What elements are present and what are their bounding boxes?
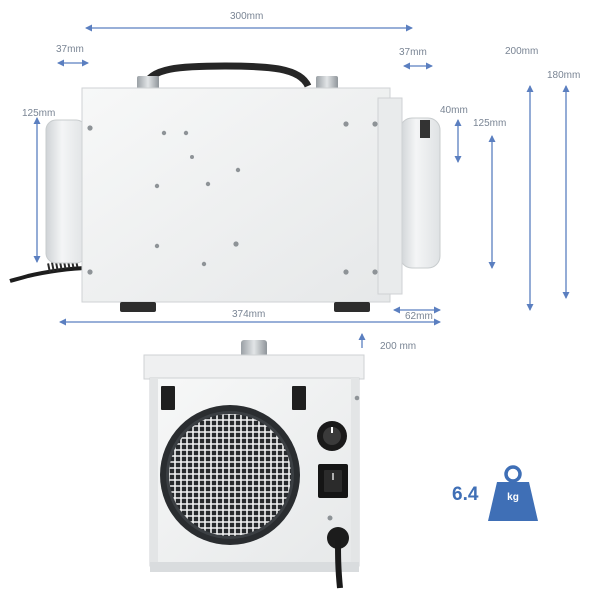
foot-left	[120, 302, 156, 312]
label-knob-offset: 40mm	[440, 105, 468, 116]
fan-grille	[169, 414, 291, 536]
rear-screw	[354, 395, 360, 401]
label-foot-offset: 62mm	[405, 311, 433, 322]
weight-value: 6.4	[452, 484, 479, 505]
rear-top-lid	[143, 354, 365, 380]
switch-rocker	[324, 470, 342, 492]
right-duct-label	[420, 120, 430, 138]
weight-unit: kg	[507, 492, 519, 503]
label-body-height: 180mm	[547, 70, 581, 81]
label-left-extension: 37mm	[56, 44, 84, 55]
top-cap	[241, 340, 267, 357]
side-body	[81, 87, 391, 303]
label-rear-width: 200 mm	[380, 341, 417, 352]
right-duct	[399, 117, 441, 269]
dimension-lines	[33, 24, 570, 348]
side-screws	[87, 121, 378, 275]
side-view-unit	[9, 62, 441, 312]
power-cord	[9, 266, 91, 283]
side-end-plate	[377, 97, 403, 295]
label-right-extension: 37mm	[399, 47, 427, 58]
rear-view-unit	[143, 340, 365, 589]
clip-left	[161, 386, 175, 410]
label-top-length: 300mm	[230, 11, 264, 22]
dial-knob-center	[323, 427, 341, 445]
label-overall-length: 374mm	[232, 309, 266, 320]
rear-power-cord	[335, 539, 343, 589]
carry-handle	[141, 62, 312, 88]
rear-left-rail	[150, 378, 158, 566]
rear-screw	[327, 515, 333, 521]
label-outer-height: 200mm	[505, 46, 539, 57]
label-right-duct: 125mm	[473, 118, 507, 129]
foot-right	[334, 302, 370, 312]
clip-right	[292, 386, 306, 410]
cord-gland	[327, 527, 349, 549]
label-left-duct: 125mm	[22, 108, 56, 119]
rear-right-rail	[351, 378, 359, 566]
rear-base	[150, 562, 359, 572]
left-duct	[45, 119, 87, 264]
weight-kg-icon	[488, 465, 538, 521]
